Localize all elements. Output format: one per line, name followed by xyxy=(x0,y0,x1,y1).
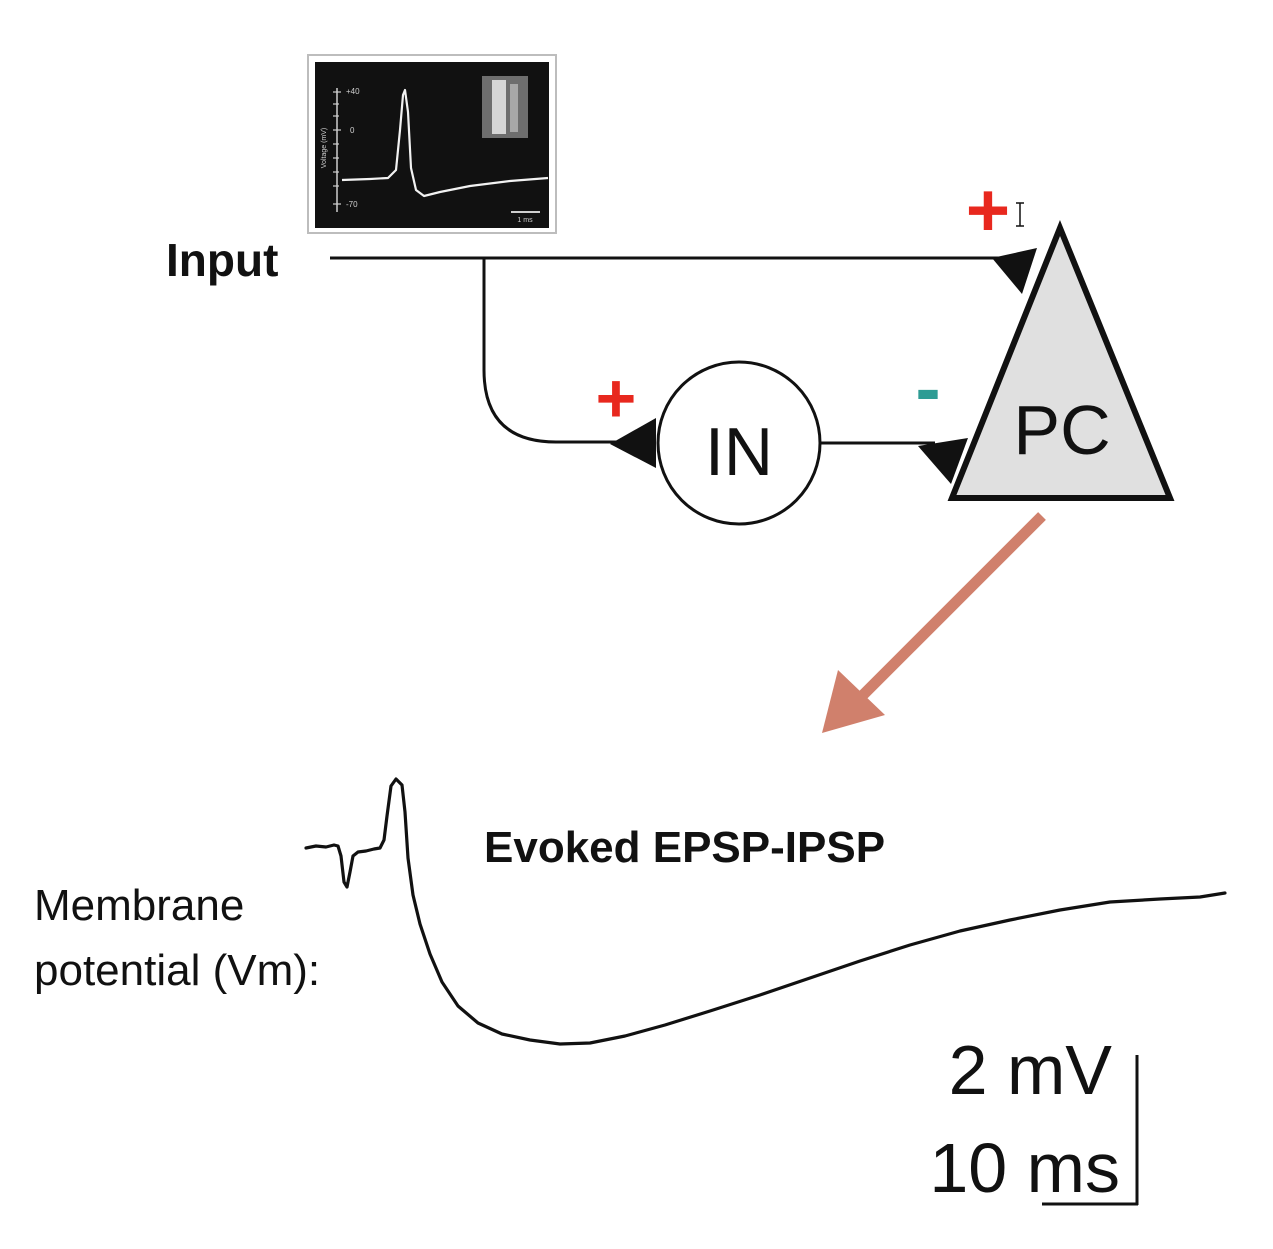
membrane-potential-trace xyxy=(306,779,1225,1044)
output-arrow xyxy=(822,516,1042,733)
inset-x-scale: 1 ms xyxy=(517,217,533,224)
inset-y-label: Voltage (mV) xyxy=(321,128,328,168)
trace-title: Evoked EPSP-IPSP xyxy=(484,823,885,872)
text-cursor-icon xyxy=(1016,203,1024,226)
pyramidal-cell-label: PC xyxy=(1013,391,1110,469)
scale-voltage-label: 2 mV xyxy=(949,1031,1113,1109)
synapse-input-pc xyxy=(992,248,1037,294)
inset-tick-zero: 0 xyxy=(350,126,355,135)
interneuron-label: IN xyxy=(705,414,773,490)
action-potential-inset: +40 0 -70 Voltage (mV) 1 ms xyxy=(308,55,556,233)
excitatory-sign-pc: + xyxy=(966,168,1010,253)
excitatory-sign-in: + xyxy=(596,359,637,437)
membrane-label-line2: potential (Vm): xyxy=(34,946,320,995)
inhibitory-sign: - xyxy=(915,346,940,431)
membrane-label-line1: Membrane xyxy=(34,881,244,930)
scale-time-label: 10 ms xyxy=(929,1129,1120,1207)
input-label: Input xyxy=(166,234,278,286)
inset-tick-bottom: -70 xyxy=(346,200,358,209)
inset-tick-top: +40 xyxy=(346,87,360,96)
